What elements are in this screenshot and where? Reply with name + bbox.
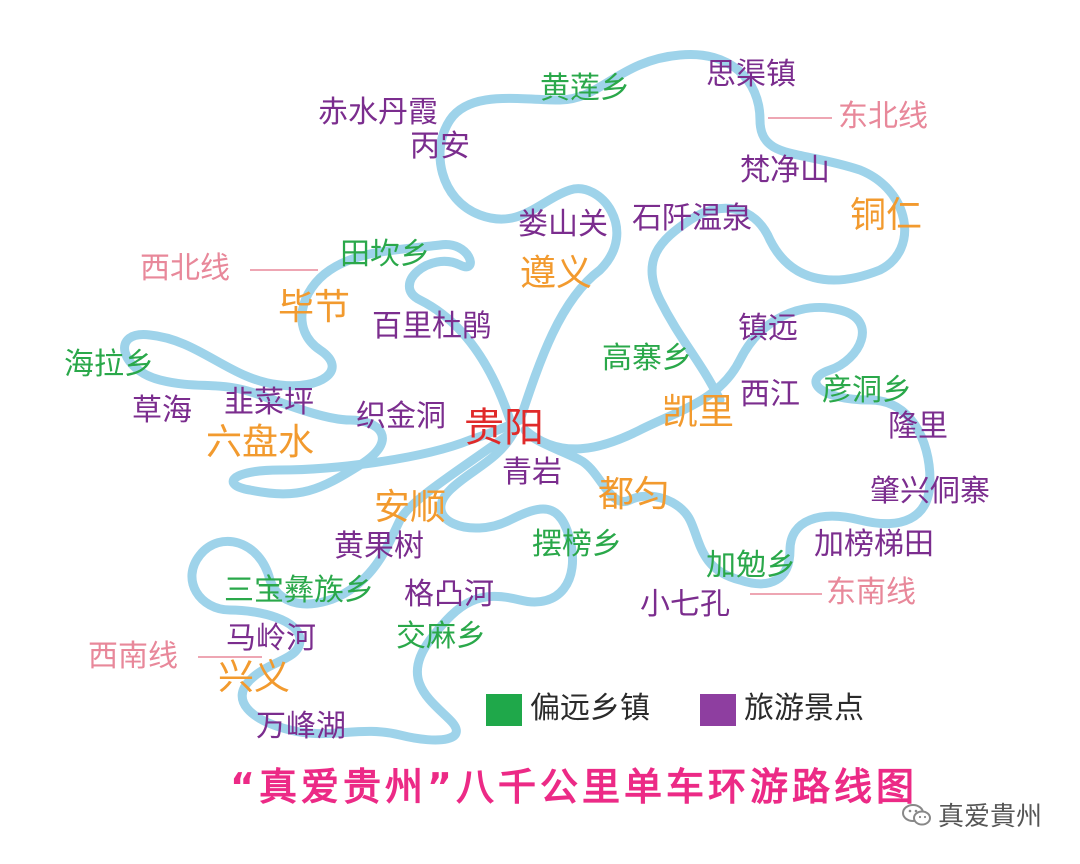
tour-xiaoqikong: 小七孔 bbox=[640, 587, 730, 622]
city-anshun: 安顺 bbox=[374, 487, 447, 528]
legend-swatch-tour bbox=[700, 694, 736, 726]
city-tongren: 铜仁 bbox=[850, 195, 923, 236]
tour-siqu: 思渠镇 bbox=[706, 57, 796, 92]
tour-zhijin: 织金洞 bbox=[356, 399, 446, 434]
route-label-northwest: 西北线 bbox=[140, 251, 230, 286]
city-zunyi: 遵义 bbox=[520, 253, 593, 294]
tour-baili: 百里杜鹃 bbox=[372, 309, 492, 344]
remote-jiamian: 加勉乡 bbox=[706, 548, 796, 583]
wechat-icon bbox=[902, 804, 931, 826]
tour-huangguoshu: 黄果树 bbox=[334, 529, 424, 564]
tour-fanjing: 梵净山 bbox=[740, 153, 830, 188]
route-leaders bbox=[198, 117, 832, 658]
tour-caohai: 草海 bbox=[132, 393, 192, 428]
legend-label-tour: 旅游景点 bbox=[744, 691, 864, 726]
remote-sanbao: 三宝彝族乡 bbox=[224, 573, 374, 608]
tour-jiucai: 韭菜坪 bbox=[224, 385, 314, 420]
tour-malinghe: 马岭河 bbox=[226, 621, 316, 656]
route-label-northeast: 东北线 bbox=[838, 99, 928, 134]
legend-swatch-remote bbox=[486, 694, 522, 726]
remote-hailai: 海拉乡 bbox=[64, 347, 154, 382]
tour-getu: 格凸河 bbox=[404, 577, 494, 612]
tour-shiqian: 石阡温泉 bbox=[632, 201, 752, 236]
route-label-southeast: 东南线 bbox=[826, 575, 916, 610]
map-title: “真爱贵州”八千公里单车环游路线图 bbox=[230, 765, 918, 809]
tour-jiabang: 加榜梯田 bbox=[814, 527, 934, 562]
tour-bingan: 丙安 bbox=[410, 129, 470, 164]
remote-gaozhai: 高寨乡 bbox=[602, 341, 692, 376]
tour-loushan: 娄山关 bbox=[518, 207, 608, 242]
remote-tiankan: 田坎乡 bbox=[340, 237, 430, 272]
city-bijie: 毕节 bbox=[278, 287, 351, 328]
route-line-northwest bbox=[120, 240, 525, 499]
remote-baibang: 摆榜乡 bbox=[532, 527, 622, 562]
city-kaili: 凯里 bbox=[662, 392, 735, 433]
tour-wanfeng: 万峰湖 bbox=[256, 709, 346, 744]
legend-label-remote: 偏远乡镇 bbox=[530, 691, 650, 726]
city-liupanshui: 六盘水 bbox=[206, 422, 315, 463]
watermark-text: 真爱貴州 bbox=[938, 802, 1043, 832]
tour-zhenyuan: 镇远 bbox=[738, 311, 798, 346]
route-label-southwest: 西南线 bbox=[88, 639, 178, 674]
remote-yandong: 彦洞乡 bbox=[822, 373, 912, 408]
tour-chishui: 赤水丹霞 bbox=[318, 95, 438, 130]
remote-jiaoma: 交麻乡 bbox=[396, 619, 486, 654]
tour-xijiang: 西江 bbox=[740, 377, 800, 412]
route-line-southwest bbox=[187, 425, 578, 745]
route-line-southeast bbox=[520, 302, 935, 589]
tour-longli: 隆里 bbox=[888, 409, 948, 444]
tour-zhaoxing: 肇兴侗寨 bbox=[870, 474, 990, 509]
river-routes bbox=[120, 49, 935, 745]
route-line-northeast bbox=[435, 49, 910, 425]
capital-label: 贵阳 bbox=[464, 405, 544, 451]
tour-qingyan: 青岩 bbox=[502, 455, 562, 490]
city-duyun: 都匀 bbox=[598, 474, 671, 515]
city-xingyi: 兴义 bbox=[218, 657, 291, 698]
remote-huanglian: 黄莲乡 bbox=[540, 71, 630, 106]
